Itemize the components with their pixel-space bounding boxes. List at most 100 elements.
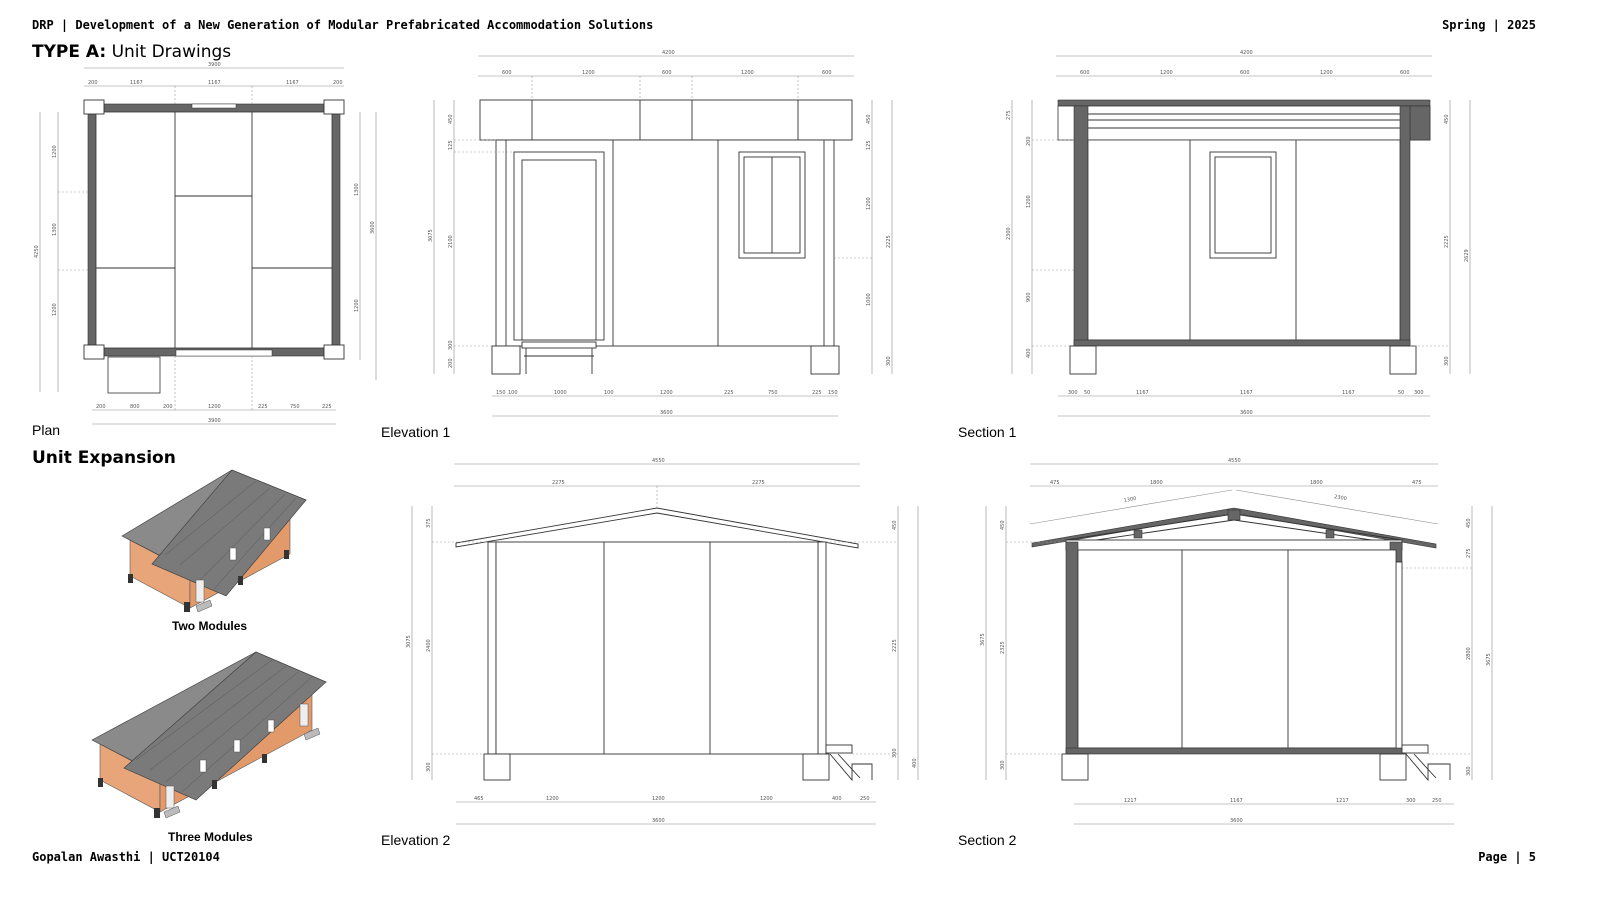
- plan-dim-right-total: 3600: [370, 221, 376, 234]
- plan-dim-top-2: 1167: [208, 80, 221, 86]
- plan-dim-top-3: 1167: [286, 80, 299, 86]
- e1-dim-left-3: 3075: [428, 229, 434, 242]
- s2-dim-right-0: 450: [1466, 518, 1472, 528]
- e1-dim-bot-8: 150: [828, 390, 838, 396]
- s1-dim-left-1: 200: [1026, 136, 1032, 146]
- s1-dim-bot-5: 50: [1398, 390, 1404, 396]
- plan-dim-right-1: 1200: [354, 299, 360, 312]
- s2-dim-rafter-0: 1300: [1123, 496, 1137, 504]
- header-date: Spring | 2025: [1442, 18, 1536, 32]
- s2-dim-bot-total: 3600: [1230, 818, 1243, 824]
- section-title: TYPE A: Unit Drawings: [32, 42, 231, 62]
- e2-dim-left-2: 3075: [406, 635, 412, 648]
- caption-section-1: Section 1: [958, 424, 1017, 440]
- e2-dim-bot-0: 465: [474, 796, 484, 802]
- s2-dim-right-2: 2800: [1466, 647, 1472, 660]
- e2-dim-left-3: 300: [426, 762, 432, 772]
- s2-dim-right-3: 3675: [1486, 653, 1492, 666]
- caption-elevation-2: Elevation 2: [381, 832, 451, 848]
- plan-dim-left-0: 1200: [52, 145, 58, 158]
- e1-dim-bot-0: 150: [496, 390, 506, 396]
- e2-dim-left-0: 375: [426, 518, 432, 528]
- s1-dim-bot-0: 300: [1068, 390, 1078, 396]
- e1-dim-bot-4: 1200: [660, 390, 673, 396]
- s1-dim-left-0: 275: [1006, 110, 1012, 120]
- e1-dim-bot-total: 3600: [660, 410, 673, 416]
- footer-page: Page | 5: [1478, 850, 1536, 864]
- plan-dim-bot-2: 200: [163, 404, 173, 410]
- e1-dim-top-1: 1200: [582, 70, 595, 76]
- plan-dim-top-4: 200: [333, 80, 343, 86]
- plan-dim-top-total: 3900: [208, 62, 221, 68]
- e2-dim-bot-1: 1200: [546, 796, 559, 802]
- plan-drawing: [83, 99, 345, 394]
- e2-dim-bot-2: 1200: [652, 796, 665, 802]
- e1-dim-right-4: 1000: [866, 293, 872, 306]
- plan-dim-left-total: 4250: [34, 245, 40, 258]
- s2-dim-top-total: 4550: [1228, 458, 1241, 464]
- e1-dim-bot-2: 1000: [554, 390, 567, 396]
- e2-dim-right-3: 400: [912, 758, 918, 768]
- section-1-drawing: [1057, 99, 1431, 375]
- elevation-2-drawing: [455, 507, 873, 782]
- plan-dim-top-1: 1167: [130, 80, 143, 86]
- s1-dim-top-total: 4200: [1240, 50, 1253, 56]
- s2-dim-bot-1: 1167: [1230, 798, 1243, 804]
- s2-dim-bot-0: 1217: [1124, 798, 1137, 804]
- e1-dim-bot-6: 750: [768, 390, 778, 396]
- e2-dim-right-2: 300: [892, 748, 898, 758]
- plan-dim-bot-4: 225: [258, 404, 268, 410]
- s1-dim-bot-4: 1167: [1342, 390, 1355, 396]
- s1-dim-right-3: 300: [1444, 356, 1450, 366]
- s1-dim-top-3: 1200: [1320, 70, 1333, 76]
- e2-dim-top-0: 2275: [552, 480, 565, 486]
- s1-dim-right-0: 450: [1444, 114, 1450, 124]
- s2-dim-top-3: 475: [1412, 480, 1422, 486]
- s1-dim-bot-6: 300: [1414, 390, 1424, 396]
- plan-dim-bot-total: 3900: [208, 418, 221, 424]
- plan-dim-top-0: 200: [88, 80, 98, 86]
- e2-dim-bot-3: 1200: [760, 796, 773, 802]
- s2-dim-left-1: 2325: [1000, 641, 1006, 654]
- s2-dim-left-3: 300: [1000, 760, 1006, 770]
- s1-dim-top-1: 1200: [1160, 70, 1173, 76]
- s1-dim-bot-total: 3600: [1240, 410, 1253, 416]
- plan-dim-bot-5: 750: [290, 404, 300, 410]
- s1-dim-bot-3: 1167: [1240, 390, 1253, 396]
- plan-dim-right-0: 1300: [354, 183, 360, 196]
- section-2-dimensions: 4550 475 1800 1800 475 1300 2300 450 232…: [980, 458, 1493, 825]
- s1-dim-left-5: 400: [1026, 348, 1032, 358]
- e1-dim-left-5: 200: [448, 358, 454, 368]
- e2-dim-bot-4: 400: [832, 796, 842, 802]
- caption-two-modules: Two Modules: [172, 619, 248, 633]
- plan-dim-bot-3: 1200: [208, 404, 221, 410]
- e2-dim-top-1: 2275: [752, 480, 765, 486]
- s2-dim-left-0: 450: [1000, 520, 1006, 530]
- e1-dim-left-0: 450: [448, 114, 454, 124]
- e1-dim-bot-7: 225: [812, 390, 822, 396]
- iso-three-modules: [91, 651, 327, 819]
- caption-section-2: Section 2: [958, 832, 1017, 848]
- plan-dim-bot-0: 200: [96, 404, 106, 410]
- s1-dim-left-2: 1200: [1026, 195, 1032, 208]
- plan-dim-bot-6: 225: [322, 404, 332, 410]
- s1-dim-top-0: 600: [1080, 70, 1090, 76]
- expansion-title: Unit Expansion: [32, 448, 176, 468]
- s2-dim-rafter-1: 2300: [1334, 494, 1348, 502]
- s2-dim-right-4: 300: [1466, 766, 1472, 776]
- e1-dim-top-0: 600: [502, 70, 512, 76]
- plan-dim-left-2: 1200: [52, 303, 58, 316]
- s2-dim-right-1: 275: [1466, 548, 1472, 558]
- iso-two-modules: [121, 469, 307, 613]
- e1-dim-top-3: 1200: [741, 70, 754, 76]
- e2-dim-bot-total: 3600: [652, 818, 665, 824]
- footer-author: Gopalan Awasthi | UCT20104: [32, 850, 220, 864]
- e1-dim-right-2: 1200: [866, 197, 872, 210]
- s2-dim-bot-2: 1217: [1336, 798, 1349, 804]
- s2-dim-top-1: 1800: [1150, 480, 1163, 486]
- s1-dim-right-2: 2629: [1464, 249, 1470, 262]
- e1-dim-bot-3: 100: [604, 390, 614, 396]
- s1-dim-left-4: 900: [1026, 292, 1032, 302]
- section-title-rest: Unit Drawings: [106, 42, 232, 62]
